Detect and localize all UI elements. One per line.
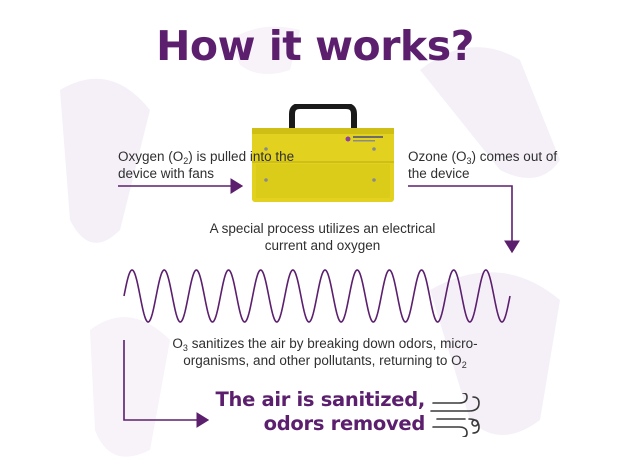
intake-label: Oxygen (O2) is pulled into the device wi… bbox=[118, 149, 295, 181]
ozone-generator-image bbox=[252, 104, 394, 202]
brand-logo bbox=[345, 136, 383, 142]
page-title: How it works? bbox=[156, 22, 474, 70]
wind-icon bbox=[430, 393, 480, 437]
result-line-1: The air is sanitized, bbox=[215, 388, 425, 411]
process-label: A special process utilizes an electrical… bbox=[209, 221, 436, 253]
sanitize-label: O3 sanitizes the air by breaking down od… bbox=[172, 336, 478, 370]
result-line-2: odors removed bbox=[263, 412, 426, 435]
output-label: Ozone (O3) comes out of the device bbox=[408, 149, 558, 181]
result-heading: The air is sanitized, odors removed bbox=[215, 388, 425, 436]
